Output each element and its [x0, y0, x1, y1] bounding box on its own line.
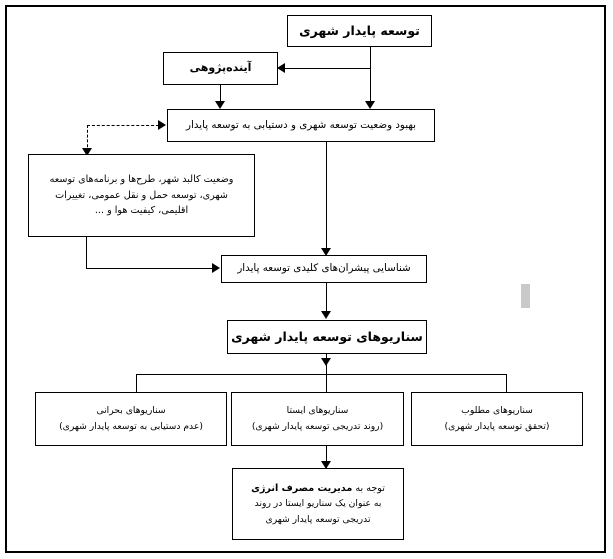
node-label-line-2: (عدم دستیابی به توسعه پایدار شهری)	[59, 421, 203, 432]
connector-feedback-horizontal-dashed	[87, 125, 159, 126]
connector-sud-to-improve-vertical	[370, 68, 371, 104]
connector-split-branch-right	[506, 374, 507, 393]
connector-conditions-down-stub	[86, 237, 87, 268]
connector-sud-to-futures-horizontal	[285, 68, 371, 69]
node-label-line-2: شهری، توسعه حمل و نقل عمومی، تغییرات	[55, 189, 228, 201]
node-label: بهبود وضعیت توسعه شهری و دستیابی به توسع…	[186, 118, 416, 131]
node-label-line-3: اقلیمی، کیفیت هوا و ...	[94, 205, 189, 217]
node-label: شناسایی پیشران‌های کلیدی توسعه پایدار	[237, 262, 411, 275]
node-label-line-1: توجه به مدیریت مصرف انرژی	[251, 481, 385, 497]
connector-feedback-into-conditions-arrowhead	[82, 148, 92, 156]
node-label-line-1: وضعیت کالبد شهر، طرح‌ها و برنامه‌های توس…	[49, 174, 234, 186]
connector-sud-to-futures-arrowhead	[277, 63, 285, 73]
node-label-line-1: سناریوهای ایستا	[286, 405, 349, 417]
connector-drivers-to-scenarios-arrowhead	[321, 311, 331, 319]
node-label-line-2: به عنوان یک سناریو ایستا در روند	[254, 498, 382, 510]
connector-split-branch-left	[136, 374, 137, 393]
node-label-line-1-emphasis: مدیریت مصرف انرژی	[251, 482, 353, 494]
connector-static-to-energy-vertical	[326, 446, 327, 468]
connector-futures-to-improve-vertical	[220, 85, 221, 105]
node-improve-urban-status: بهبود وضعیت توسعه شهری و دستیابی به توسع…	[167, 109, 435, 142]
connector-drivers-to-scenarios-vertical	[326, 283, 327, 315]
node-energy-management: توجه به مدیریت مصرف انرژی به عنوان یک سن…	[232, 468, 404, 540]
node-scenario-critical: سناریوهای بحرانی (عدم دستیابی به توسعه پ…	[35, 392, 227, 446]
node-scenarios-header: سناریوهای توسعه پایدار شهری	[227, 320, 427, 354]
connector-scenarios-split-bar	[136, 374, 507, 375]
node-label-line-1: سناریوهای مطلوب	[461, 405, 533, 417]
node-label-line-1: سناریوهای بحرانی	[96, 405, 166, 417]
connector-improve-to-drivers-arrowhead	[321, 248, 331, 256]
node-scenario-desirable: سناریوهای مطلوب (تحقق توسعه پایدار شهری)	[411, 392, 583, 446]
node-label: آینده‌پژوهی	[189, 61, 252, 75]
node-label: سناریوهای توسعه پایدار شهری	[231, 328, 423, 344]
connector-conditions-to-drivers-horizontal	[86, 268, 214, 269]
connector-sud-to-improve-arrowhead	[365, 101, 375, 109]
connector-conditions-to-drivers-arrowhead	[212, 263, 220, 273]
node-scenario-static: سناریوهای ایستا (روند تدریجی توسعه پایدا…	[231, 392, 404, 446]
node-label-line-2: (تحقق توسعه پایدار شهری)	[444, 421, 550, 432]
node-label-line-1-prefix: توجه به	[352, 482, 385, 494]
connector-scenarios-split-arrowhead	[321, 358, 331, 366]
connector-sud-down-stub	[370, 47, 371, 68]
connector-feedback-into-improve-arrowhead	[158, 120, 166, 130]
node-label: توسعه پایدار شهری	[299, 22, 420, 38]
connector-futures-to-improve-arrowhead	[215, 101, 225, 109]
gray-artifact-mark	[521, 284, 530, 308]
node-identify-key-drivers: شناسایی پیشران‌های کلیدی توسعه پایدار	[221, 255, 427, 283]
connector-split-branch-middle	[326, 374, 327, 393]
node-sustainable-urban-development: توسعه پایدار شهری	[287, 15, 432, 47]
node-label-line-3: تدریجی توسعه پایدار شهری	[265, 513, 371, 525]
diagram-outer-frame	[5, 5, 606, 553]
connector-feedback-vertical-dashed	[87, 125, 88, 152]
node-label-line-2: (روند تدریجی توسعه پایدار شهری)	[251, 421, 384, 432]
node-futures-studies: آینده‌پژوهی	[163, 52, 278, 85]
connector-improve-to-drivers-vertical	[326, 142, 327, 252]
node-city-conditions: وضعیت کالبد شهر، طرح‌ها و برنامه‌های توس…	[28, 154, 255, 237]
connector-static-to-energy-arrowhead	[321, 461, 331, 469]
